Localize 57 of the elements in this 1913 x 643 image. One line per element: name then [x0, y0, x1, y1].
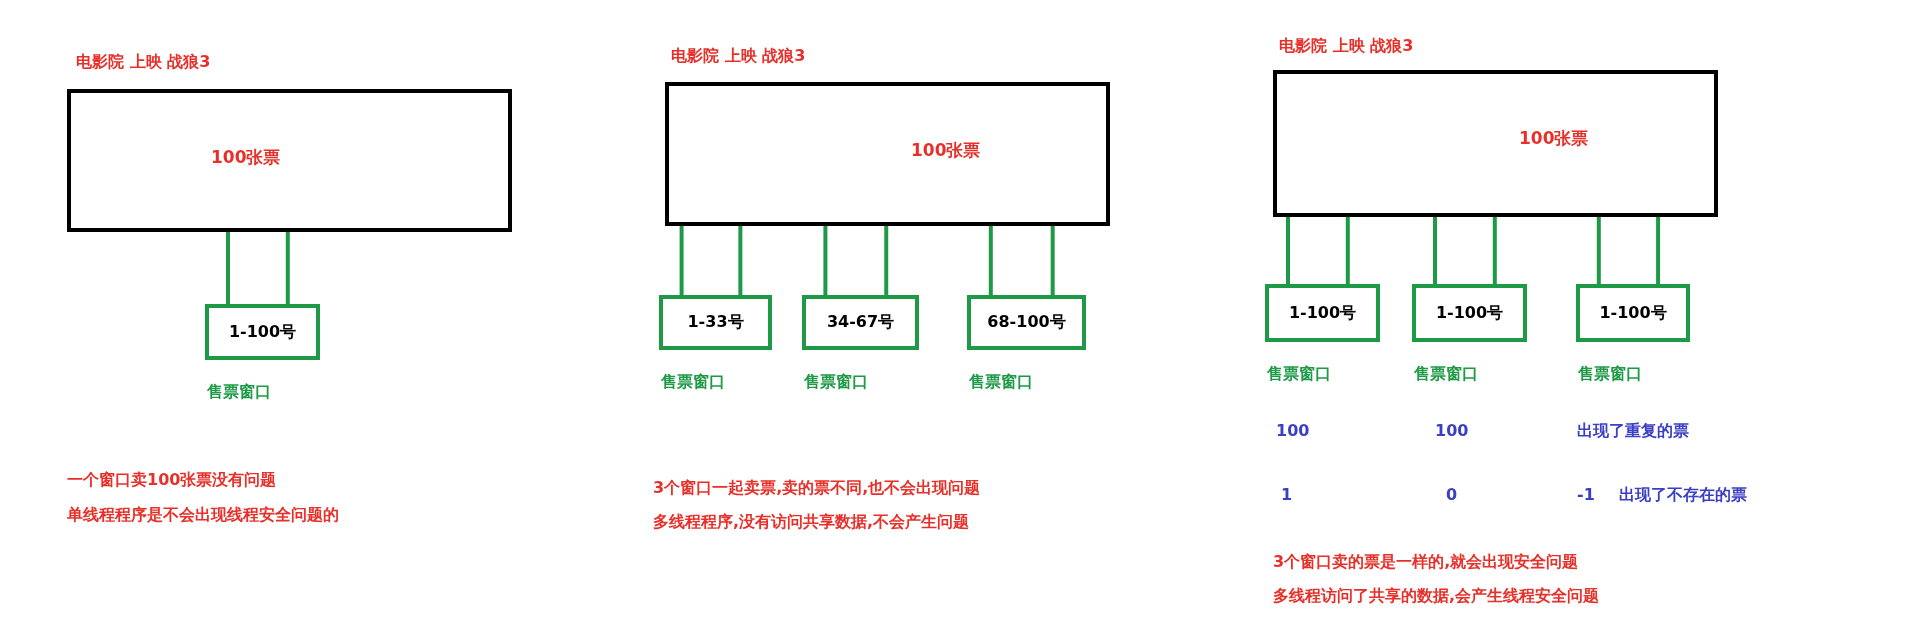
window-box: [659, 295, 772, 350]
window-box: [967, 295, 1086, 350]
connector-line: [884, 226, 889, 295]
connector-line: [1050, 226, 1055, 295]
connector-line: [1492, 217, 1497, 284]
connector-line: [1286, 217, 1290, 284]
note: 一个窗口卖100张票没有问题: [67, 470, 277, 491]
heading: 电影院 上映 战狼3: [671, 46, 806, 67]
cinema-box: [67, 89, 512, 232]
box-text: 100张票: [911, 139, 981, 162]
note: 出现了不存在的票: [1619, 485, 1747, 506]
connector-line: [738, 226, 743, 295]
connector-line: [823, 226, 828, 295]
cinema-box: [1273, 70, 1718, 217]
window-box: [802, 295, 919, 350]
node-label: 售票窗口: [661, 372, 725, 393]
heading: 电影院 上映 战狼3: [76, 52, 211, 73]
note: 100: [1276, 421, 1310, 440]
window-box: [1576, 284, 1690, 342]
box-text: 100张票: [1519, 127, 1589, 150]
box-text: 34-67号: [826, 312, 895, 333]
note: 0: [1446, 485, 1458, 504]
window-box: [1265, 284, 1380, 342]
node-label: 售票窗口: [1267, 364, 1331, 385]
connector-line: [226, 232, 230, 304]
note: 出现了重复的票: [1577, 421, 1689, 442]
box-text: 1-33号: [687, 312, 744, 333]
connector-line: [1596, 217, 1601, 284]
note: 100: [1435, 421, 1469, 440]
note: -1: [1577, 485, 1595, 504]
note: 单线程程序是不会出现线程安全问题的: [67, 505, 339, 526]
note: 多线程访问了共享的数据,会产生线程安全问题: [1273, 586, 1600, 607]
cinema-box: [665, 82, 1110, 226]
node-label: 售票窗口: [804, 372, 868, 393]
connector-line: [988, 226, 993, 295]
connector-line: [679, 226, 684, 295]
window-box: [1412, 284, 1527, 342]
note: 1: [1281, 485, 1293, 504]
box-text: 1-100号: [228, 321, 297, 343]
note: 多线程程序,没有访问共享数据,不会产生问题: [653, 512, 970, 533]
connector-line: [1345, 217, 1350, 284]
note: 3个窗口卖的票是一样的,就会出现安全问题: [1273, 552, 1579, 573]
node-label: 售票窗口: [969, 372, 1033, 393]
connector-line: [1656, 217, 1661, 284]
node-label: 售票窗口: [1578, 364, 1642, 385]
window-box: [205, 304, 320, 360]
node-label: 售票窗口: [1414, 364, 1478, 385]
connector-line: [1433, 217, 1437, 284]
box-text: 1-100号: [1435, 302, 1504, 324]
node-label: 售票窗口: [207, 382, 271, 403]
connector-line: [285, 232, 290, 304]
box-text: 1-100号: [1599, 302, 1667, 324]
heading: 电影院 上映 战狼3: [1279, 36, 1414, 57]
box-text: 100张票: [211, 146, 281, 169]
box-text: 1-100号: [1288, 302, 1357, 324]
box-text: 68-100号: [987, 312, 1066, 333]
note: 3个窗口一起卖票,卖的票不同,也不会出现问题: [653, 478, 981, 499]
